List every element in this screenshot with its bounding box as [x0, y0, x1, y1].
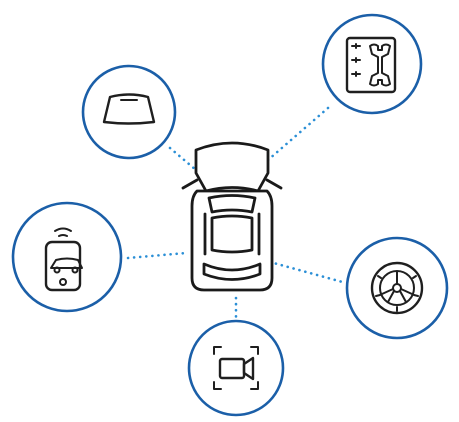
node-tire[interactable] [347, 238, 447, 338]
node-remote[interactable] [13, 203, 121, 311]
node-maintenance[interactable] [323, 15, 421, 113]
node-windshield[interactable] [83, 66, 175, 158]
node-camera[interactable] [189, 321, 283, 415]
car-top-view-icon [183, 143, 281, 290]
connector-maintenance [268, 108, 328, 160]
connector-tire [270, 262, 346, 283]
connector-remote [128, 253, 186, 258]
